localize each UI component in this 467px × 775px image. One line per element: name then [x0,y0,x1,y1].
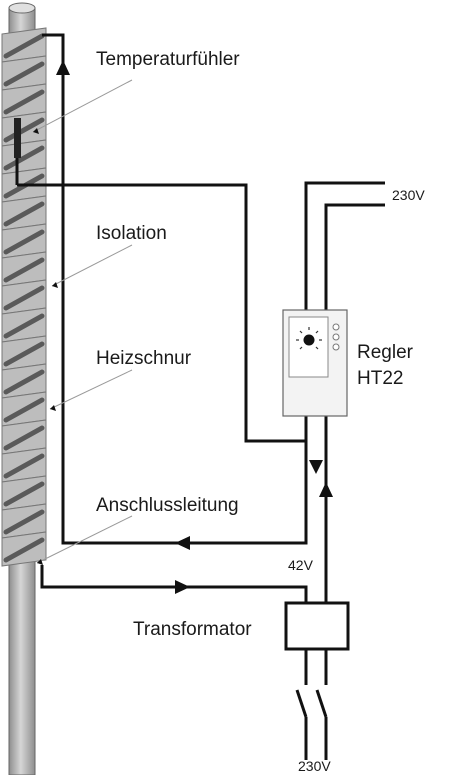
heating-cord-turn [3,341,45,367]
label-controller: Regler [357,342,414,363]
heating-cord-turn [3,425,45,451]
leader-insulation [51,244,133,287]
heating-cord-turn [3,509,45,535]
label-connection-cable: Anschlussleitung [96,495,239,516]
label-temperature-sensor: Temperaturfühler [96,49,240,70]
controller-led-3 [332,343,340,351]
controller-led-2 [332,333,340,341]
wires [17,33,385,760]
heating-supply-wire [40,565,308,603]
mains-wire-1 [304,181,385,310]
controller-box [282,309,348,417]
arrow-up-left [56,60,70,75]
controller-knob-icon [303,334,315,346]
arrow-down [309,460,323,474]
heating-cord-turn [3,89,45,115]
heating-cord-turn [3,257,45,283]
label-voltage-mains-top: 230V [392,187,425,203]
arrow-up-right [319,482,333,497]
heating-cord-turn [3,201,45,227]
insulation-wrap [1,27,47,567]
heating-cord-turn [3,481,45,507]
heating-cord-turn [3,369,45,395]
heating-cord-turn [3,313,45,339]
label-voltage-mains-bottom: 230V [298,758,331,774]
label-transformer: Transformator [133,619,252,640]
mains-wire-2 [324,203,385,310]
leader-connection [36,515,133,564]
label-insulation: Isolation [96,223,167,244]
leader-markers [33,128,58,565]
transformer-box [284,601,350,651]
temperature-sensor-probe [14,118,21,185]
flow-arrows [56,60,333,594]
arrow-right [175,580,190,594]
heating-return-wire [42,33,308,545]
leader-heating [49,369,133,410]
leader-temperature [32,79,133,133]
heating-cord-turn [3,33,45,59]
heating-cord-turn [3,453,45,479]
heating-cord-turn [3,117,45,143]
heating-cord-turn [3,61,45,87]
arrow-left [175,536,190,550]
heating-cord-turn [3,537,45,563]
label-controller-model: HT22 [357,368,403,389]
leader-lines [32,79,133,564]
heating-cord-turn [3,397,45,423]
main-switch [295,689,328,718]
controller-scale-icon [296,327,322,350]
label-voltage-low: 42V [288,557,314,573]
heating-cord-turn [3,145,45,171]
heating-cord-turn [3,229,45,255]
heating-cord-turn [3,285,45,311]
label-heating-cord: Heizschnur [96,348,192,369]
controller-led-1 [332,323,340,331]
